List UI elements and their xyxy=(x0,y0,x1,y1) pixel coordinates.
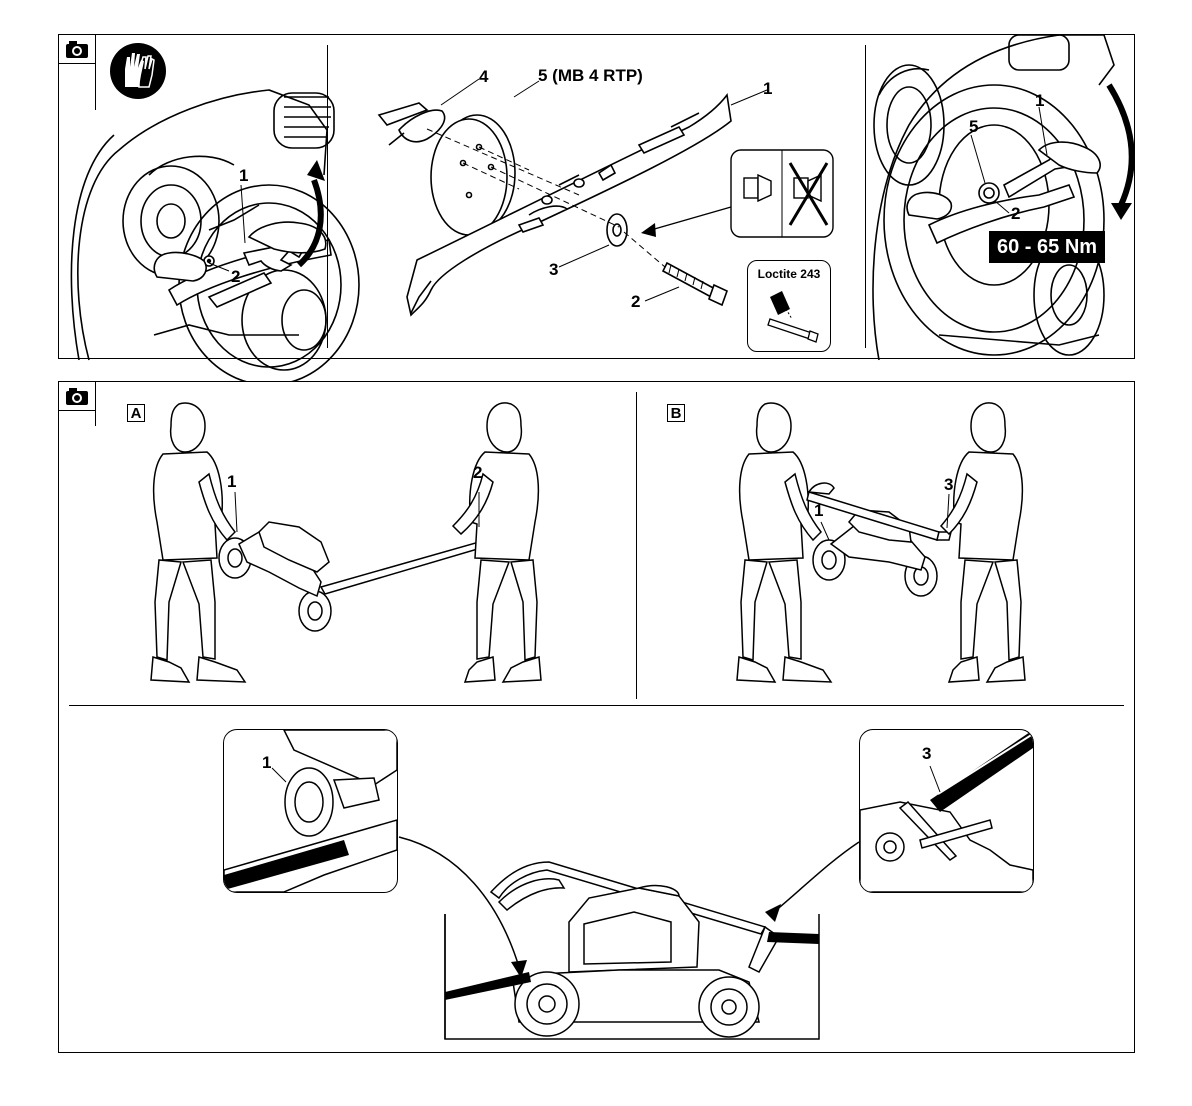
torque-label: 60 - 65 Nm xyxy=(989,231,1105,263)
right-callout-2: 2 xyxy=(1011,205,1020,222)
top-figure-frame: 1 2 xyxy=(58,34,1135,359)
mower-underside-right-illustration xyxy=(59,35,1136,360)
bottom-figure-frame: A B xyxy=(58,381,1135,1053)
right-callout-5: 5 xyxy=(969,118,978,135)
mower-side-view-illustration xyxy=(59,382,1136,1054)
right-callout-1: 1 xyxy=(1035,92,1044,109)
